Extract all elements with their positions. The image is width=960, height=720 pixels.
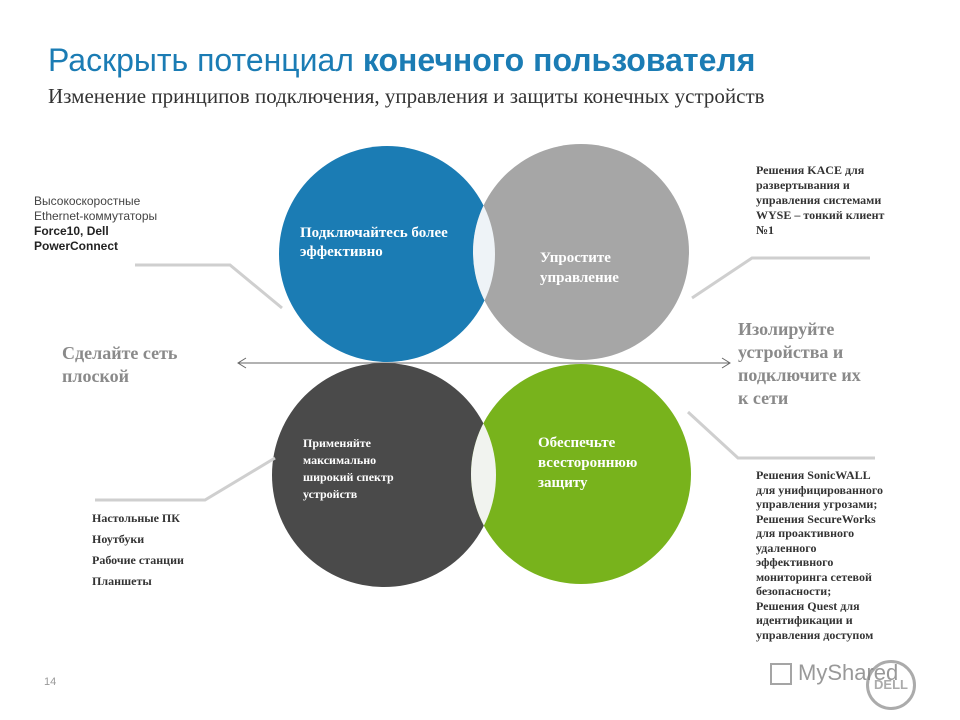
page-title: Раскрыть потенциал конечного пользовател… [48,42,755,79]
left-top-note-line3: Force10, Dell [34,224,109,238]
circle-top-right [473,144,689,360]
circle-bottom-right [471,364,691,584]
right-bottom-note: Решения SonicWALL для унифицированного у… [756,468,883,642]
circle-bottom-right-label: Обеспечьте всестороннюю защиту [538,435,638,491]
right-top-note-line4: WYSE – тонкий клиент [756,208,885,222]
left-middle-line2: плоской [62,366,129,386]
connector-right-bottom [686,410,875,460]
right-bottom-note-line: эффективного [756,555,834,569]
right-bottom-note-line: удаленного [756,540,817,555]
connector-left-bottom [95,456,276,502]
right-middle-line4: к сети [738,388,789,408]
device-list-item: Ноутбуки [92,532,145,546]
page-subtitle: Изменение принципов подключения, управле… [48,84,765,108]
right-middle-line2: устройства и [738,342,844,362]
arrow-right-head [721,357,731,369]
circle-top-left [279,146,495,362]
device-list-item: Настольные ПК [92,511,180,525]
left-top-note: Высокоскоростные Ethernet-коммутаторы Fo… [34,194,157,254]
right-bottom-note-line: управления доступом [756,627,874,642]
right-top-note-line5: №1 [756,223,775,237]
right-bottom-note-line: безопасности; [756,584,832,598]
circle-top-right-label: Упростите управление [540,250,619,286]
watermark-icon [770,663,792,686]
right-top-note: Решения KACE для развертывания и управле… [756,163,884,238]
right-bottom-note-line: идентификации и [756,613,853,627]
circle-bottom-left-label: Применяйте максимально широкий спектр ус… [303,436,394,501]
right-bottom-note-line: для проактивного [756,526,855,540]
circle-top-left-label: Подключайтесь более эффективно [300,225,448,260]
page-number: 14 [44,676,57,688]
right-bottom-note-line: управления угрозами; [756,497,878,511]
right-top-note-line3: управления системами [756,193,882,207]
right-bottom-note-line: Решения SonicWALL [756,468,871,482]
right-top-note-line2: развертывания и [756,178,850,192]
right-bottom-note-line: для унифицированного [756,482,884,497]
right-middle-caption: Изолируйте устройства и подключите их к … [738,318,861,410]
title-regular: Раскрыть потенциал [48,42,363,78]
arrow-left-head [237,357,247,369]
device-list-item: Планшеты [92,574,152,588]
device-list-item: Рабочие станции [92,553,184,567]
circle-bottom-left [272,363,496,587]
right-top-note-line1: Решения KACE для [756,163,865,177]
right-middle-line1: Изолируйте [738,319,835,339]
right-bottom-note-line: мониторинга сетевой [756,569,872,584]
right-bottom-note-line: Решения SecureWorks [756,511,876,526]
left-top-note-line2: Ethernet-коммутаторы [34,209,158,223]
connector-left-top [135,263,283,310]
right-middle-line3: подключите их [738,365,861,385]
title-bold: конечного пользователя [362,42,756,78]
device-list: Настольные ПК Ноутбуки Рабочие станции П… [92,508,184,592]
left-top-note-line4: PowerConnect [34,239,119,253]
right-bottom-note-line: Решения Quest для [756,598,860,613]
connector-right-top [691,256,870,300]
left-middle-caption: Сделайте сеть плоской [62,342,177,388]
dell-logo: DELL [866,660,916,710]
left-top-note-line1: Высокоскоростные [34,194,141,208]
left-middle-line1: Сделайте сеть [62,343,178,363]
